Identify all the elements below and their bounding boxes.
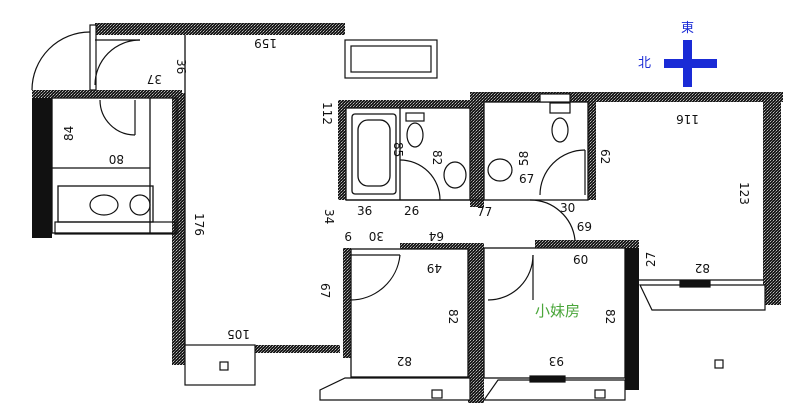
dim-label: 77 (477, 205, 492, 219)
bathroom1-outline (345, 107, 471, 201)
dim-label: 58 (517, 151, 531, 166)
dim-label: 82 (446, 309, 460, 324)
wall-bath-top (338, 100, 473, 108)
dim-label: 27 (644, 252, 658, 267)
dim-label: 123 (737, 182, 751, 205)
bath1-door-arc (399, 159, 441, 201)
bathroom2-outline (483, 101, 589, 201)
dim-label: 159 (254, 36, 277, 50)
dim-label: 82 (430, 150, 444, 165)
dim-label: 82 (603, 309, 617, 324)
toilet3-icon (89, 194, 119, 216)
dim-label: 69 (577, 219, 592, 233)
bathtub-inner (357, 119, 391, 187)
bed1-door-arc (349, 254, 401, 301)
entry-door-arc (31, 31, 91, 91)
dim-label: 30 (560, 201, 575, 215)
bed2-door-arc (487, 254, 534, 301)
closet-door-arc (94, 39, 141, 86)
wall-top-living (95, 23, 345, 35)
dim-label: 80 (109, 152, 124, 166)
dim-label: 34 (322, 209, 336, 224)
wall-left-outer (32, 90, 52, 238)
bay-window-master (639, 284, 766, 311)
dim-label: 62 (598, 149, 612, 164)
wall-bed2-top (535, 240, 639, 248)
wall-bed1-top (400, 243, 472, 249)
dim-label: 60 (573, 253, 588, 267)
dim-label: 112 (320, 102, 334, 125)
dim-label: 85 (391, 142, 405, 157)
compass-horizontal-bar (664, 59, 717, 68)
basin2-icon (487, 158, 513, 182)
corridor-door-arc (529, 199, 576, 241)
basin1-icon (443, 161, 467, 189)
dim-label: 67 (318, 283, 332, 298)
bath2-door-arc (539, 149, 586, 196)
dim-label: 105 (227, 327, 250, 341)
compass: 東 北 (638, 20, 717, 87)
bay-window-bed1 (319, 377, 471, 401)
toilet2-icon (551, 117, 569, 143)
dim-label: 36 (174, 59, 188, 74)
windows (184, 39, 766, 401)
compass-east-label: 東 (681, 20, 694, 36)
dim-label: 176 (192, 213, 206, 236)
basin3-icon (129, 194, 151, 216)
dim-label: 82 (397, 354, 412, 368)
wardrobe-icon (54, 221, 176, 235)
wall-living-right (338, 100, 346, 200)
dim-label: 36 (357, 204, 372, 218)
wc-door-arc (99, 99, 136, 136)
doors (31, 24, 586, 301)
dim-label: 26 (404, 204, 419, 218)
sink-counter (57, 185, 154, 223)
dim-label: 67 (519, 172, 534, 186)
wall-right-outer (763, 92, 781, 305)
room-label-little-sister: 小妹房 (535, 302, 580, 320)
bay-window-bed2 (482, 379, 626, 401)
fixtures (54, 102, 571, 235)
wall-left-top (32, 90, 182, 98)
left-wing-outline (51, 97, 178, 234)
wall-bath2-right (588, 100, 596, 200)
dim-label: 84 (62, 126, 76, 141)
dimension-labels: 159 36 37 84 80 176 112 34 85 82 36 26 5… (62, 36, 751, 368)
wall-bed1-left (343, 248, 351, 358)
walls (32, 23, 783, 403)
window-top-right (539, 93, 571, 103)
dim-label: 30 (369, 229, 384, 243)
wall-living-bottom (185, 345, 340, 353)
wall-bed2-right (625, 240, 639, 390)
dim-label: 49 (427, 261, 442, 275)
dim-label: 82 (695, 261, 710, 275)
dim-label: 9 (344, 229, 352, 243)
wall-bath2-left (470, 92, 484, 207)
wall-bed-divider (468, 243, 484, 403)
dim-label: 37 (147, 72, 162, 86)
toilet1-icon (406, 122, 424, 148)
compass-north-label: 北 (638, 56, 651, 71)
wall-top-right (470, 92, 783, 102)
dim-label: 64 (429, 229, 444, 243)
bathtub (351, 113, 397, 195)
dim-label: 116 (676, 112, 699, 126)
wall-living-left (172, 93, 185, 365)
bedroom1-outline (350, 248, 469, 378)
dim-label: 93 (549, 354, 564, 368)
